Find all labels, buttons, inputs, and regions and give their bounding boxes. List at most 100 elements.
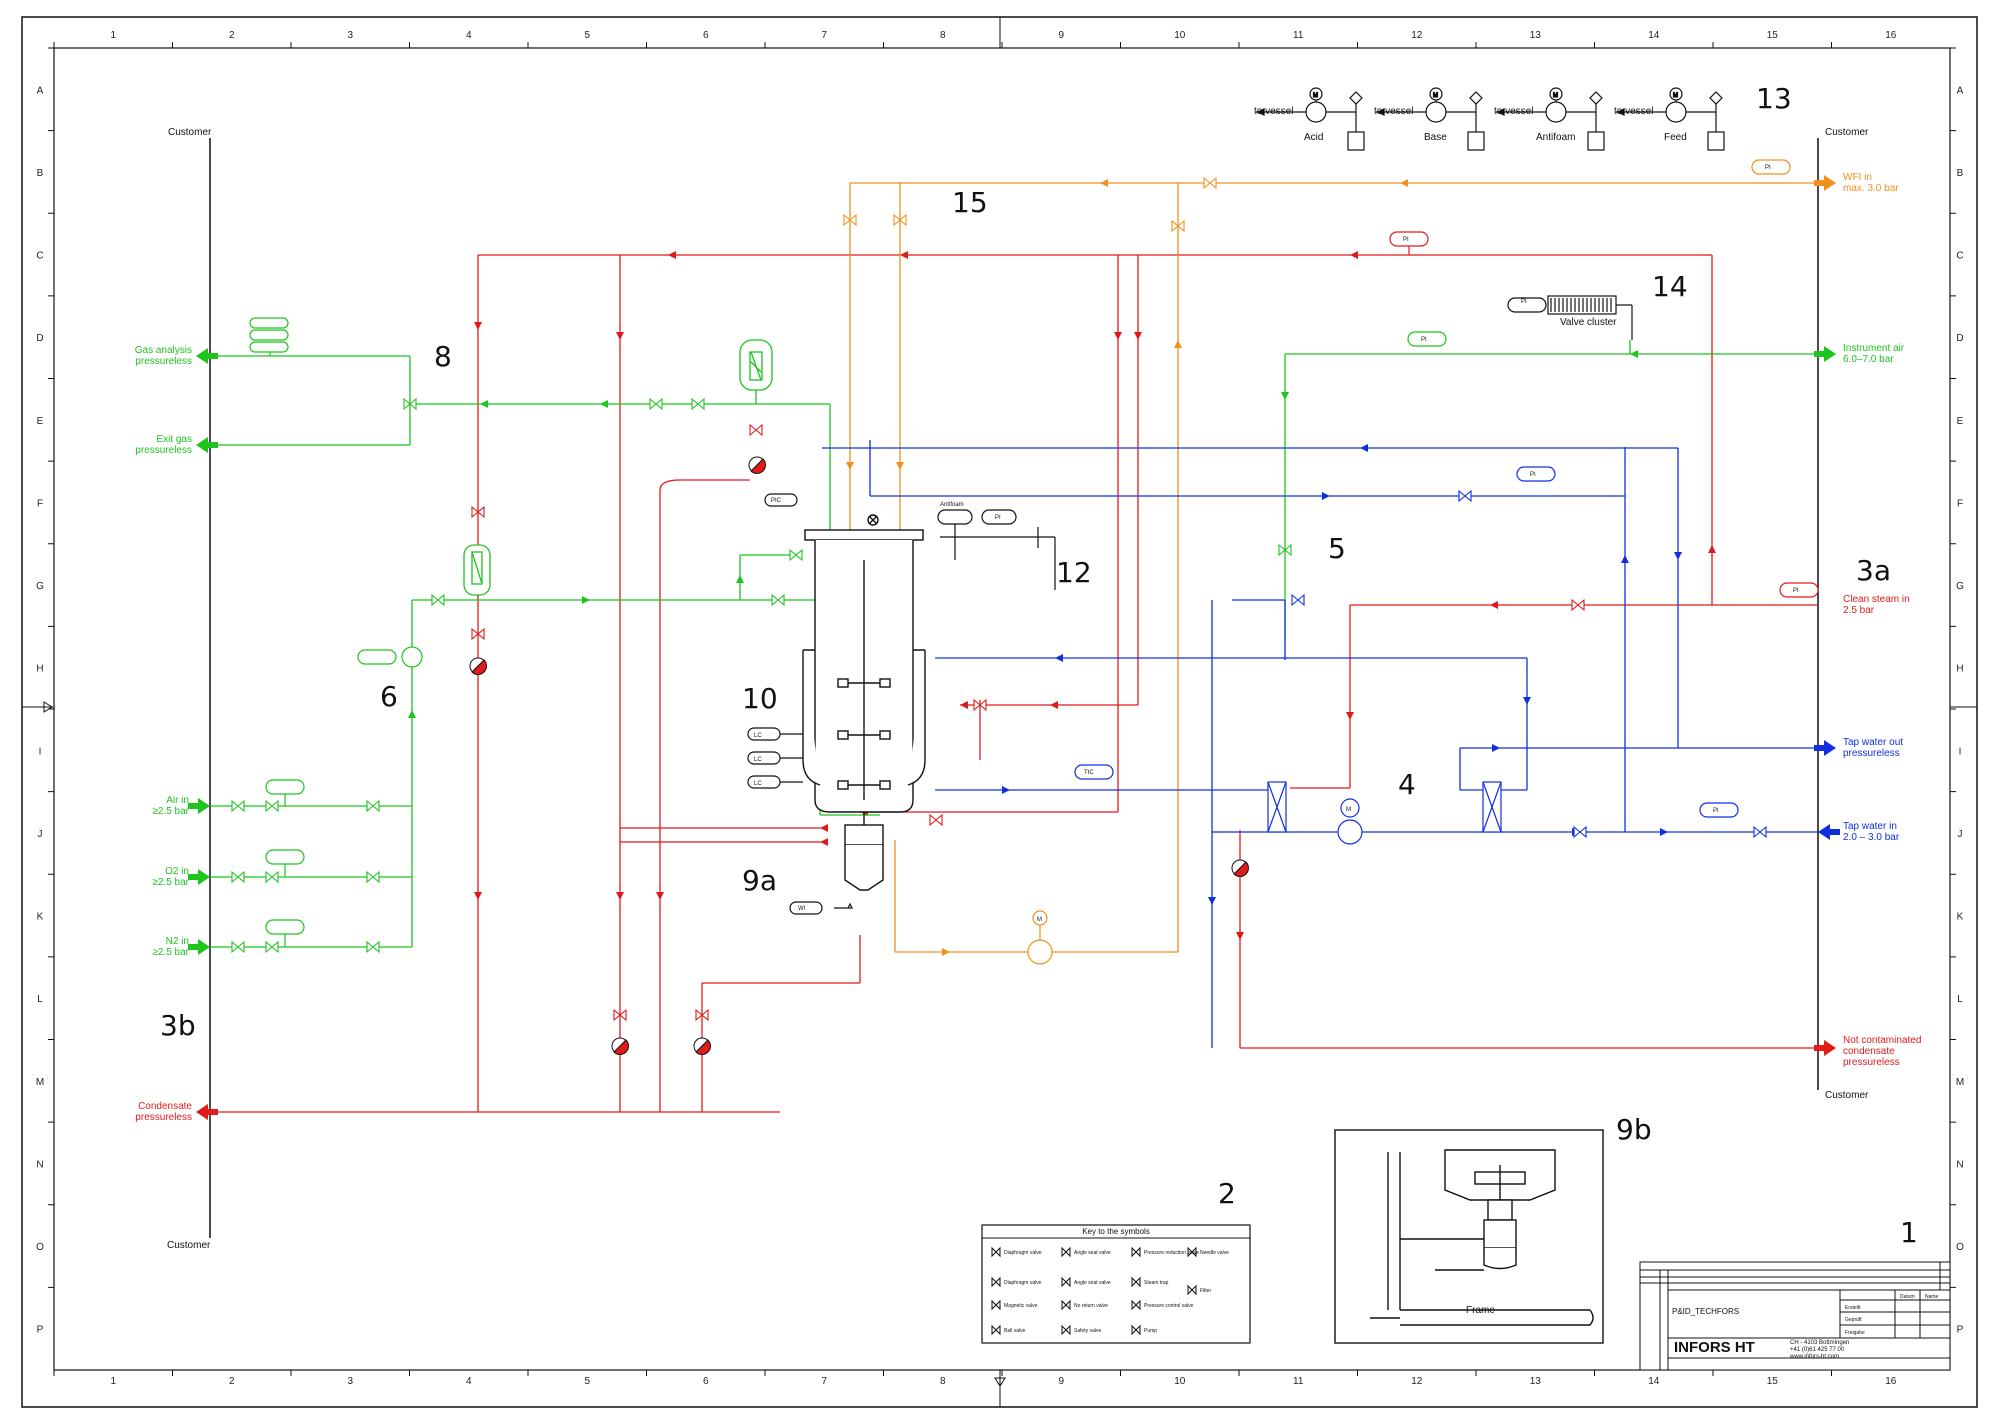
gas-inlet-arrows <box>188 346 1836 955</box>
section-14: 14 <box>1652 270 1688 303</box>
o2-in-sub: ≥2.5 bar <box>152 877 189 888</box>
not-contaminated-label: Not contaminated <box>1843 1035 1921 1046</box>
tap-water-in-sub: 2.0 – 3.0 bar <box>1843 832 1900 843</box>
dosing-pump: M <box>1496 87 1605 151</box>
valve-icon <box>431 593 445 607</box>
valve-icon <box>1278 543 1292 557</box>
n2-in-label: N2 in <box>166 936 189 947</box>
grid-column-label: 4 <box>466 1376 472 1387</box>
grid-row-label: B <box>1957 168 1964 179</box>
motor-tag-water-pump: M <box>1346 807 1351 813</box>
customer-label-bottom-left: Customer <box>167 1240 211 1251</box>
grid-row-label: O <box>1956 1242 1964 1253</box>
grid-row-label: G <box>36 581 44 592</box>
key-entry-label: Angle seat valve <box>1074 1250 1111 1256</box>
drawing-name: P&ID_TECHFORS <box>1672 1307 1739 1316</box>
valve-icon <box>771 593 785 607</box>
grid-column-label: 2 <box>229 1376 235 1387</box>
drawing-frame: 1122334455667788991010111112121313141415… <box>21 16 1978 1408</box>
grid-row-label: P <box>1957 1325 1964 1336</box>
row-released: Freigabe <box>1845 1330 1865 1336</box>
section-3a: 3a <box>1856 554 1891 587</box>
motor-tag-wfi-pump: M <box>1037 917 1042 923</box>
grid-row-label: H <box>36 664 43 675</box>
grid-column-label: 14 <box>1648 30 1660 41</box>
key-symbol-icon <box>1061 1299 1071 1311</box>
lc-tag-2: LC <box>754 757 762 763</box>
key-symbol-icon <box>1061 1276 1071 1288</box>
air-in-label: Air in <box>166 795 189 806</box>
valve-icon <box>1753 825 1767 839</box>
sensor-probes <box>747 493 853 915</box>
key-entry-label: Pressure reduction valve <box>1144 1250 1199 1256</box>
wfi-in-sub: max. 3.0 bar <box>1843 183 1899 194</box>
grid-column-label: 7 <box>821 1376 827 1387</box>
grid-row-label: N <box>1956 1159 1963 1170</box>
pump-acid-label: Acid <box>1304 132 1323 143</box>
grid-row-label: F <box>1957 498 1963 509</box>
pi-tag-antifoam: PI <box>995 515 1001 521</box>
tap-water-out-sub: pressureless <box>1843 748 1900 759</box>
valve-icon <box>471 627 485 641</box>
valve-icon <box>789 548 803 562</box>
pi-tag-steam: PI <box>1403 237 1409 243</box>
valve-icon <box>366 799 380 813</box>
steam-condensate-lines <box>210 254 1818 1113</box>
valve-icon <box>231 870 245 884</box>
grid-column-label: 13 <box>1530 30 1542 41</box>
section-9b: 9b <box>1616 1113 1652 1146</box>
grid-column-label: 12 <box>1411 1376 1423 1387</box>
heat-exchangers <box>1267 781 1502 833</box>
steam-trap-icons <box>469 456 1249 1055</box>
valve-icon <box>893 213 907 227</box>
grid-column-label: 5 <box>584 30 590 41</box>
valve-icon <box>1571 598 1585 612</box>
section-15: 15 <box>952 186 988 219</box>
key-symbol-icon <box>1131 1246 1141 1258</box>
grid-column-label: 15 <box>1767 30 1779 41</box>
key-entry-label: Magnetic valve <box>1004 1303 1038 1309</box>
key-entry-label: Pressure control valve <box>1144 1303 1194 1309</box>
key-entry-label: Safety valve <box>1074 1328 1101 1334</box>
grid-row-label: P <box>37 1325 44 1336</box>
key-symbol-icon <box>991 1276 1001 1288</box>
wfi-pressure-indicator <box>1751 159 1791 175</box>
grid-row-label: F <box>37 498 43 509</box>
gas-lines <box>210 340 1818 948</box>
pump-acid-to-vessel: to vessel <box>1254 106 1293 117</box>
grid-column-label: 3 <box>347 1376 353 1387</box>
section-13: 13 <box>1756 82 1792 115</box>
valve-icon <box>265 870 279 884</box>
exit-gas-sub: pressureless <box>135 445 192 456</box>
section-10: 10 <box>742 682 778 715</box>
valve-icon <box>1458 489 1472 503</box>
grid-column-label: 5 <box>584 1376 590 1387</box>
grid-column-label: 12 <box>1411 30 1423 41</box>
grid-column-label: 8 <box>940 1376 946 1387</box>
pi-tag-cluster: PI <box>1521 299 1527 305</box>
grid-row-label: A <box>1957 85 1964 96</box>
wi-tag: WI <box>798 906 806 912</box>
grid-column-label: 9 <box>1058 1376 1064 1387</box>
valve-icon <box>1291 593 1305 607</box>
key-symbol-icon <box>1187 1284 1197 1296</box>
valve-icon <box>649 397 663 411</box>
grid-ticks <box>48 42 1956 1376</box>
key-entry-label: Needle valve <box>1200 1250 1229 1256</box>
customer-label-bottom-right: Customer <box>1825 1090 1869 1101</box>
address-line-3: www.infors-ht.com <box>1789 1354 1839 1360</box>
key-entry-label: Ball valve <box>1004 1328 1026 1334</box>
company-logo-text: INFORS HT <box>1674 1339 1755 1356</box>
grid-column-label: 3 <box>347 30 353 41</box>
grid-column-label: 16 <box>1885 1376 1897 1387</box>
instrument-air-sub: 6.0–7.0 bar <box>1843 354 1894 365</box>
valve-icon <box>613 1008 627 1022</box>
pump-antifoam-to-vessel: to vessel <box>1494 106 1533 117</box>
clean-steam-label: Clean steam in <box>1843 594 1910 605</box>
grid-column-label: 2 <box>229 30 235 41</box>
valve-icon <box>403 397 417 411</box>
condensate-arrow <box>196 1040 1836 1120</box>
key-legend <box>981 1224 1251 1344</box>
valve-icon <box>471 505 485 519</box>
